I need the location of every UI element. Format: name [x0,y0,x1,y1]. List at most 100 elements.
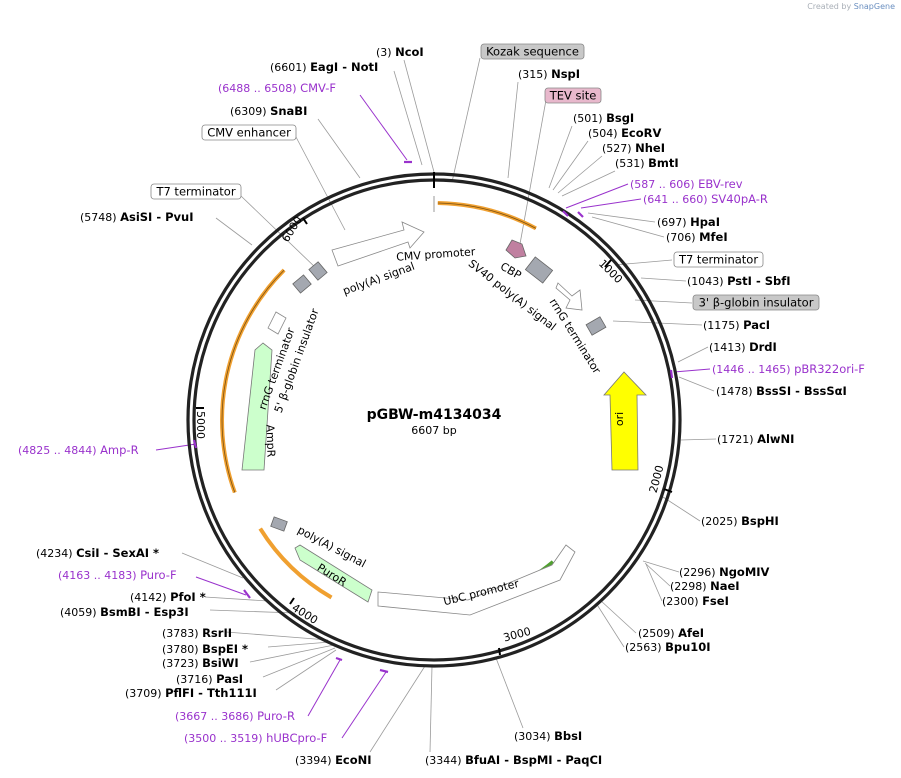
primer-label[interactable]: (1446 .. 1465) pBR322ori-F [712,362,865,376]
enzyme-label[interactable]: (3783) RsrII [162,626,232,640]
primer-label[interactable]: (4163 .. 4183) Puro-F [58,568,177,582]
enzyme-label[interactable]: (1175) PacI [703,318,770,332]
enzyme-position: (4142) [130,591,170,604]
enzyme-label[interactable]: (3394) EcoNI [295,753,372,767]
enzyme-leader [429,665,433,753]
enzyme-label[interactable]: (4142) PfoI * [130,590,206,604]
feature-inner-label[interactable]: AmpR [263,424,277,458]
primer-name: Puro-F [140,568,177,582]
enzyme-leader [225,631,329,641]
primer-label[interactable]: (641 .. 660) SV40pA-R [643,192,768,206]
orf-arc [258,527,333,600]
primer-leader [565,183,629,209]
primer-label[interactable]: (3500 .. 3519) hUBCpro-F [184,731,327,745]
feature-box-label[interactable]: T7 terminator [155,185,235,199]
enzyme-leader [495,657,524,729]
feature-box-label[interactable]: CMV enhancer [207,126,291,140]
primer-name: EBV-rev [698,177,743,191]
enzyme-label[interactable]: (531) BmtI [615,156,679,170]
feature-box-label[interactable]: T7 terminator [678,253,758,267]
rrng-terminator-arrow [267,311,287,335]
enzyme-position: (2296) [679,566,719,579]
enzyme-label[interactable]: (4059) BsmBI - Esp3I [60,605,189,619]
feature-box-label[interactable]: Kozak sequence [486,45,579,59]
rrng-terminator-arrow [555,282,583,311]
feature-box-label[interactable]: TEV site [549,89,597,103]
primer-range: (3500 .. 3519) [184,732,266,745]
feature-block [292,274,312,294]
enzyme-label[interactable]: (3034) BbsI [514,729,582,743]
primer-leader [195,576,247,596]
enzyme-leader [262,647,336,678]
enzyme-position: (1478) [716,385,756,398]
enzyme-label[interactable]: (315) NspI [518,67,580,81]
enzyme-label[interactable]: (2296) NgoMIV [679,565,770,579]
enzyme-label[interactable]: (706) MfeI [666,230,728,244]
enzyme-label[interactable]: (1721) AlwNI [717,432,794,446]
enzyme-leader [612,320,703,326]
enzyme-label[interactable]: (3723) BsiWI [162,656,239,670]
enzyme-label[interactable]: (1413) DrdI [709,340,777,354]
enzyme-leader [317,118,361,179]
enzyme-position: (2563) [625,641,665,654]
position-tick [498,647,501,656]
primer-label[interactable]: (6488 .. 6508) CMV-F [218,81,336,95]
enzyme-name: NcoI [395,45,424,59]
enzyme-label[interactable]: (1043) PstI - SbfI [687,274,791,288]
enzyme-leader [640,277,687,282]
enzyme-label[interactable]: (2025) BspHI [701,514,779,528]
enzyme-label[interactable]: (2509) AfeI [638,626,704,640]
enzyme-name: AsiSI [120,210,152,224]
feature-inner-label[interactable]: poly(A) signal [341,260,416,298]
enzyme-leader [275,649,337,691]
enzyme-leader [393,70,423,166]
enzyme-label[interactable]: (3709) PflFI - Tth111I [125,686,257,700]
enzyme-leader [369,665,426,753]
feature-box-label[interactable]: 3' β-globin insulator [699,296,814,310]
enzyme-label[interactable]: (527) NheI [602,141,665,155]
primer-label[interactable]: (587 .. 606) EBV-rev [630,177,743,191]
enzyme-label[interactable]: (2563) Bpu10I [625,640,711,654]
enzyme-label[interactable]: (5748) AsiSI - PvuI [80,210,194,224]
enzyme-label[interactable]: (3716) PasI [176,672,243,686]
puror-arrow [294,544,373,603]
feature-block [308,261,328,281]
enzyme-label[interactable]: (2300) FseI [662,594,729,608]
enzyme-label[interactable]: (2298) NaeI [670,579,740,593]
enzyme-position: (2298) [670,580,710,593]
enzyme-leader [403,59,435,173]
primer-range: (6488 .. 6508) [218,82,300,95]
enzyme-label[interactable]: (6601) EagI - NotI [270,60,378,74]
orf-arc-edge [221,269,285,493]
enzyme-name: EagI [310,60,338,74]
enzyme-position: (3783) [162,627,202,640]
feature-inner-label[interactable]: CMV promoter [396,245,476,264]
enzyme-label[interactable]: (3) NcoI [376,45,424,59]
enzyme-name: PacI [743,318,770,332]
enzyme-label[interactable]: (504) EcoRV [588,126,662,140]
enzyme-name: BfuAI [465,753,500,767]
primer-label[interactable]: (4825 .. 4844) Amp-R [18,443,139,457]
enzyme-label[interactable]: (3344) BfuAI - BspMI - PaqCI [425,753,602,767]
enzyme-name: RsrII [202,626,232,640]
enzyme-name: DrdI [749,340,777,354]
enzyme-leader [548,125,573,189]
enzyme-name-2: - BspMI - PaqCI [500,753,602,767]
primer-name: Puro-R [257,709,295,723]
enzyme-name-2: - SbfI [752,274,791,288]
enzyme-name-2: - SexAI * [100,546,159,560]
primer-label[interactable]: (3667 .. 3686) Puro-R [175,709,295,723]
enzyme-leader [680,438,717,441]
enzyme-name: NgoMIV [719,565,769,579]
enzyme-label[interactable]: (501) BsgI [573,111,634,125]
enzyme-label[interactable]: (1478) BssSI - BssSαI [716,384,847,398]
enzyme-name: Bpu10I [665,640,710,654]
ori-arrow [603,371,647,471]
enzyme-label[interactable]: (3780) BspEI * [162,642,248,656]
enzyme-name: BsgI [606,111,634,125]
enzyme-label[interactable]: (6309) SnaBI [230,104,307,118]
feature-inner-label[interactable]: ori [613,412,626,426]
enzyme-leader [552,140,589,191]
enzyme-label[interactable]: (4234) CsiI - SexAI * [36,546,159,560]
enzyme-label[interactable]: (697) HpaI [657,215,720,229]
